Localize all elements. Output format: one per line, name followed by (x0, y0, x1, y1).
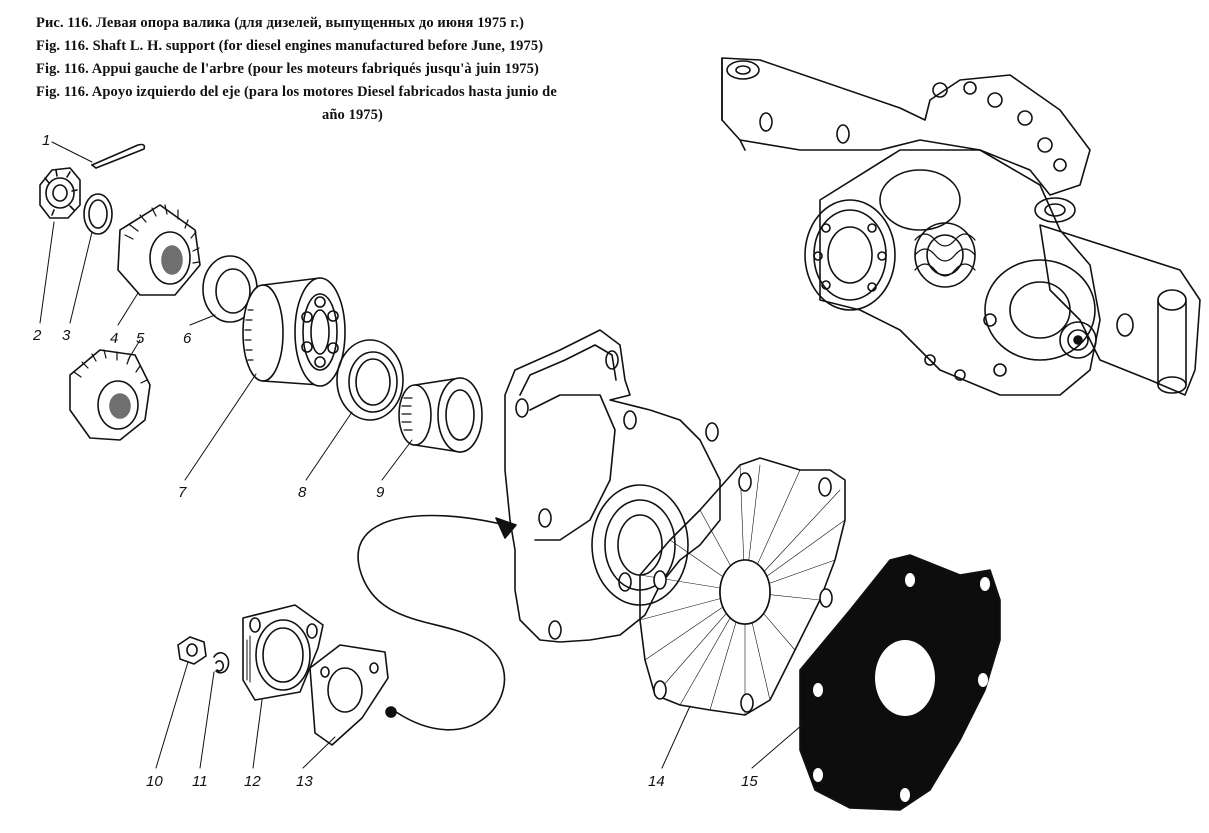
bevel-gear-upper (117, 204, 201, 296)
caption-french: Fig. 116. Appui gauche de l'arbre (pour … (36, 61, 539, 77)
part-label-10: 10 (146, 773, 163, 790)
caption-russian: Рис. 116. Левая опора валика (для дизеле… (36, 15, 525, 31)
part-label-11: 11 (192, 773, 208, 790)
cover-gasket (799, 554, 1001, 811)
hex-nut (177, 636, 207, 665)
part-label-9: 9 (376, 484, 385, 501)
part-label-2: 2 (32, 327, 42, 344)
flange-gasket (309, 644, 389, 746)
cotter-pin (91, 143, 146, 169)
spring-washer (213, 652, 230, 674)
assembled-support-drawing (721, 57, 1201, 396)
part-label-7: 7 (178, 484, 187, 501)
seal-sleeve (398, 377, 483, 453)
figure-caption: Рис. 116. Левая опора валика (для дизеле… (36, 12, 676, 127)
roller-bearing (242, 277, 346, 387)
bearing-ring (336, 339, 404, 421)
part-label-12: 12 (244, 773, 261, 790)
caption-spanish-continued: año 1975) (322, 107, 383, 123)
part-label-4: 4 (110, 330, 118, 347)
caption-spanish: Fig. 116. Apoyo izquierdo del eje (para … (36, 84, 557, 100)
castle-nut (39, 167, 81, 219)
support-housing (504, 329, 721, 643)
part-label-13: 13 (296, 773, 313, 790)
sealing-wire (357, 514, 517, 731)
part-label-1: 1 (42, 132, 50, 149)
part-label-3: 3 (62, 327, 71, 344)
lock-washer (83, 193, 113, 235)
part-label-6: 6 (183, 330, 192, 347)
part-label-14: 14 (648, 773, 665, 790)
cover-plate (639, 457, 846, 716)
caption-english: Fig. 116. Shaft L. H. support (for diese… (36, 38, 544, 54)
bevel-gear-lower (69, 349, 151, 441)
part-label-15: 15 (741, 773, 758, 790)
flange-cover (242, 604, 324, 701)
part-label-8: 8 (298, 484, 307, 501)
part-label-5: 5 (136, 330, 145, 347)
leader-lines (39, 141, 803, 769)
